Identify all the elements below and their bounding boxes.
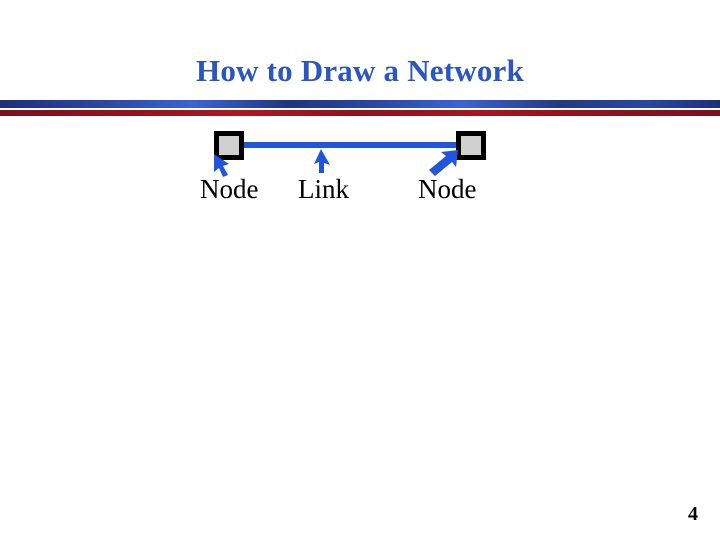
network-diagram: Node Link Node: [190, 122, 530, 217]
arrow-to-link-icon: [314, 149, 330, 173]
label-node-right: Node: [418, 174, 477, 204]
arrow-to-left-node-icon: [214, 154, 229, 177]
page-title: How to Draw a Network: [196, 53, 524, 88]
arrow-to-right-node-icon: [429, 150, 458, 176]
network-node-right: [456, 131, 486, 160]
divider-red-bar: [0, 110, 720, 116]
label-link: Link: [298, 174, 349, 204]
connecting-link-line: [241, 142, 459, 148]
network-node-left: [214, 131, 244, 160]
divider-blue-bar: [0, 100, 720, 108]
title-divider: [0, 100, 720, 116]
label-node-left: Node: [200, 174, 259, 204]
page-number: 4: [688, 503, 698, 525]
